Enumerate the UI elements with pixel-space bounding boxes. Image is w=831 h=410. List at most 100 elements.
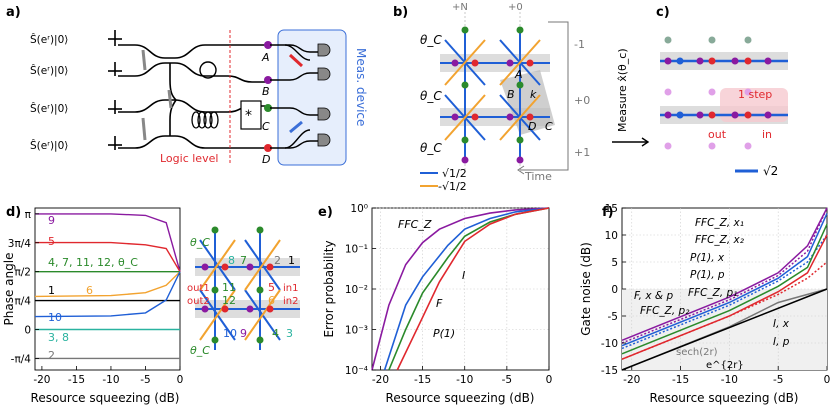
d-lbl-3: 3 [286,327,293,340]
ytick-label-d-5: -π/4 [11,353,32,365]
delay-loop-icon [199,61,217,79]
theta-label-3: θ_C [420,141,442,155]
series-line-d-0 [35,213,181,272]
meas-bs-blue [289,120,303,134]
xtick-label-d-2: -10 [102,374,119,386]
d-lbl-4: 4 [272,327,279,340]
ytick-label-f-6: -15 [601,365,618,377]
input-label-4: Ŝ(eʳ)|0⟩ [30,139,68,152]
curve-label-10: 10 [48,311,62,324]
input-label-1: Ŝ(eʳ)|0⟩ [30,33,68,46]
ytick-label-e-3: 10⁻³ [345,325,368,337]
ylabel-f: Gate noise (dB) [579,242,593,336]
ytick-label-f-1: 10 [605,230,618,242]
series-line-f-0 [621,207,828,341]
panel-b: b) +N +0 θ_C θ_C θ_C A [393,2,590,193]
xtick-label-e-2: -10 [456,374,473,386]
series-label-p1: P(1) [433,327,455,340]
d-lbl-11: 11 [222,281,236,294]
panel-c: c) Measure x̂(θ_c) 1 step out in √2 [612,5,788,178]
series-label-ffcz: FFC_Z [398,218,432,231]
ytick-label-f-5: -10 [601,338,618,350]
meas-waveguides [270,44,318,149]
b-node-a: A [514,68,523,81]
node-c-top [264,104,272,112]
xtick-label-f-0: -20 [623,374,640,386]
d-lbl-9: 9 [240,327,247,340]
series-line-f-2 [621,213,828,347]
node-label-b: B [262,85,270,98]
xtick-label-d-3: -5 [140,374,150,386]
d-lbl-out1: out1 [187,283,210,294]
curve-label-2: 2 [48,349,55,362]
panel-a-label: a) [6,5,21,20]
d-lbl-7: 7 [240,254,247,267]
orange-edges [444,39,541,141]
top-label-n: +N [452,2,468,13]
node-a [264,41,272,49]
d-lbl-1: 1 [288,254,295,267]
tick-label-p1: +1 [574,146,590,159]
logic-level-label: Logic level [160,152,218,165]
d-lbl-in2: in2 [283,296,298,307]
series-line-e-1 [383,207,550,371]
f-label-i-p: I, p [773,336,790,348]
xlabel-d: Resource squeezing (dB) [31,391,180,405]
d-theta-1: θ_C [190,236,210,249]
d-lbl-8: 8 [228,254,235,267]
ytick-label-e-0: 10⁰ [350,203,368,215]
series-line-f-8 [621,288,828,371]
d-lbl-12: 12 [222,294,236,307]
b-node-b: B [507,88,515,101]
squeeze-icons [108,30,122,150]
series-line-d-1 [35,241,181,273]
axes-d [34,207,181,371]
xtick-label-e-0: -20 [372,374,389,386]
f-label-i-x: I, x [773,318,790,330]
d-lbl-10: 10 [223,327,237,340]
star-symbol: * [245,108,252,124]
d-lbl-in1: in1 [283,283,298,294]
series-line-d-5 [34,271,181,318]
time-arrow [520,21,569,171]
meas-device-label: Meas. device [354,48,368,126]
series-line-f-4 [621,223,828,355]
tick-label-0: +0 [574,94,590,107]
series-line-e-2 [388,207,550,371]
d-lbl-2: 2 [274,254,281,267]
ytick-label-d-1: 3π/4 [8,238,32,250]
xtick-label-f-1: -15 [672,374,689,386]
xtick-label-f-3: -5 [773,374,783,386]
xtick-label-d-0: -20 [33,374,50,386]
panel-b-label: b) [393,5,408,20]
beam-splitters [141,49,173,141]
d-lbl-6: 6 [268,294,275,307]
xtick-label-d-1: -15 [68,374,85,386]
series-line-e-0 [371,207,550,371]
time-arrow-head [517,165,525,175]
ytick-label-d-4: 0 [24,325,31,337]
node-label-a: A [261,51,270,64]
c-nodes [664,36,772,150]
lattice-nodes [451,26,534,164]
waveguides [118,44,265,149]
cluster-shade [500,70,555,135]
input-label-3: Ŝ(eʳ)|0⟩ [30,102,68,115]
f-label-ffcz-x2: FFC_Z, x₂ [695,234,745,246]
plot-area-e [371,207,550,371]
panel-e-label: e) [318,205,333,220]
meas-bs-red [288,53,304,68]
meas-device-box [277,29,347,166]
curve-label-6: 6 [86,284,93,297]
in-label: in [762,128,772,141]
node-b-top [264,76,272,84]
plot-area-d [34,213,181,360]
ytick-label-d-2: π/2 [14,267,31,279]
series-line-f-6 [621,261,828,360]
ytick-label-d-3: π/4 [14,296,31,308]
